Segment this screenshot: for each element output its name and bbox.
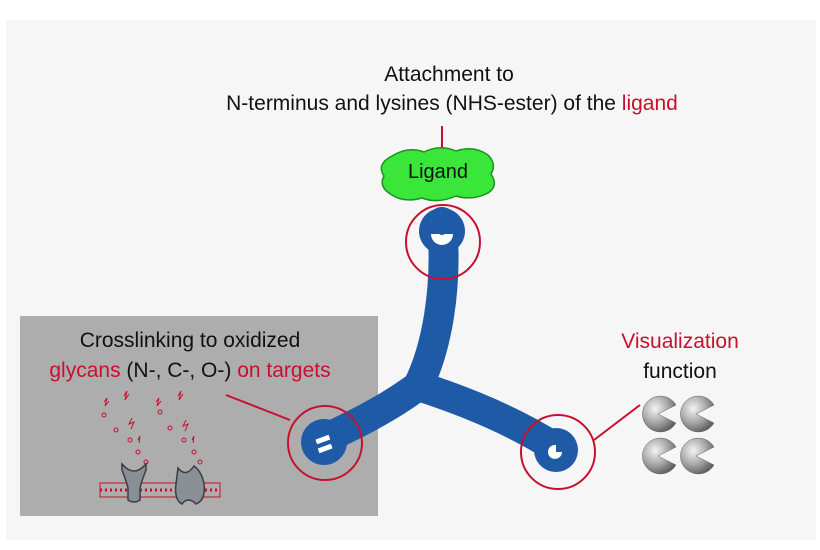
ligand-site-circle	[405, 204, 481, 280]
ligand-blob	[380, 147, 496, 202]
function-label: function	[643, 360, 717, 383]
crosslink-site-circle	[287, 405, 363, 481]
visualization-connector-line	[593, 404, 641, 441]
membrane-protein-icon-2	[174, 464, 206, 505]
attachment-title-line2: N-terminus and lysines (NHS-ester) of th…	[226, 92, 678, 115]
visualization-site-circle	[520, 414, 596, 490]
ligand-label: Ligand	[408, 161, 468, 183]
membrane-protein-icon	[121, 461, 147, 503]
nhs-ester-group-icon	[431, 234, 453, 245]
glycans-highlight: glycans	[49, 359, 120, 382]
visualization-label: Visualization	[621, 330, 739, 353]
nhs-ester-dot	[438, 227, 446, 235]
glycan-types: (N-, C-, O-)	[121, 359, 238, 382]
crosslinking-title-line1: Crosslinking to oxidized	[80, 329, 301, 352]
crosslink-connector-line	[225, 394, 291, 421]
ligand-highlight: ligand	[622, 92, 678, 115]
hydrazide-group-icon	[315, 434, 331, 445]
attachment-text: N-terminus and lysines (NHS-ester) of th…	[226, 92, 622, 115]
visualization-spheres-icon	[642, 395, 715, 475]
targets-highlight: on targets	[237, 359, 330, 382]
glycan-strands-icon	[103, 390, 195, 444]
hydrazide-group-icon-2	[317, 443, 333, 454]
attachment-title-line1: Attachment to	[384, 63, 514, 86]
visualization-group-icon	[548, 444, 562, 459]
linker-left-head	[301, 419, 347, 465]
crosslinking-title-line2: glycans (N-, C-, O-) on targets	[49, 359, 330, 382]
